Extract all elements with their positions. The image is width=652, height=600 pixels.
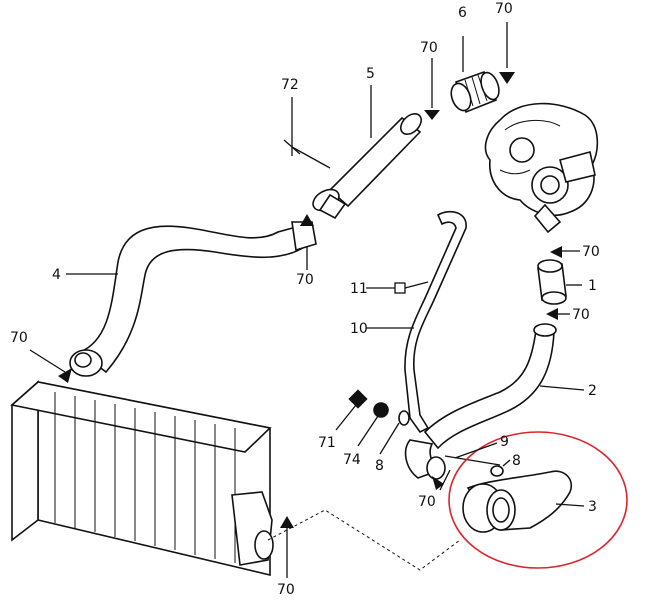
callout-label-70-bottom: 70 (277, 582, 295, 598)
hose-4 (69, 221, 317, 377)
callout-label-8-lower: 8 (375, 458, 384, 474)
hose-2 (404, 323, 557, 480)
callout-label-70-lower: 70 (418, 494, 436, 510)
highlight-ring (448, 431, 628, 569)
hose-3 (462, 470, 572, 533)
callout-label-6: 6 (458, 5, 467, 21)
intercooler (10, 380, 274, 577)
callout-label-9: 9 (500, 434, 509, 450)
small-parts (348, 389, 504, 477)
callout-label-70-mid: 70 (296, 272, 314, 288)
callout-label-2: 2 (588, 383, 597, 399)
pipe-5 (312, 113, 422, 220)
arrowheads (58, 72, 562, 528)
callout-label-70-left: 70 (10, 330, 28, 346)
routing-dashed-line (267, 509, 461, 571)
connector-1 (537, 259, 567, 305)
sleeve-6 (450, 70, 500, 114)
callout-label-5: 5 (366, 66, 375, 82)
callout-label-70-top-right: 70 (495, 1, 513, 17)
callout-label-70-turbo: 70 (582, 244, 600, 260)
callout-label-8-right: 8 (512, 453, 521, 469)
part-11-marker (394, 282, 406, 294)
leader-lines (29, 22, 585, 578)
callout-label-70-connector: 70 (572, 307, 590, 323)
turbocharger (484, 102, 599, 234)
callout-label-70-top: 70 (420, 40, 438, 56)
callout-label-72: 72 (281, 77, 299, 93)
callout-label-71: 71 (318, 435, 336, 451)
callout-label-74: 74 (343, 452, 361, 468)
callout-label-3: 3 (588, 499, 597, 515)
pipe-10 (404, 211, 467, 434)
callout-label-4: 4 (52, 267, 61, 283)
callout-label-11: 11 (350, 281, 368, 297)
callout-label-10: 10 (350, 321, 368, 337)
callout-label-1: 1 (588, 278, 597, 294)
